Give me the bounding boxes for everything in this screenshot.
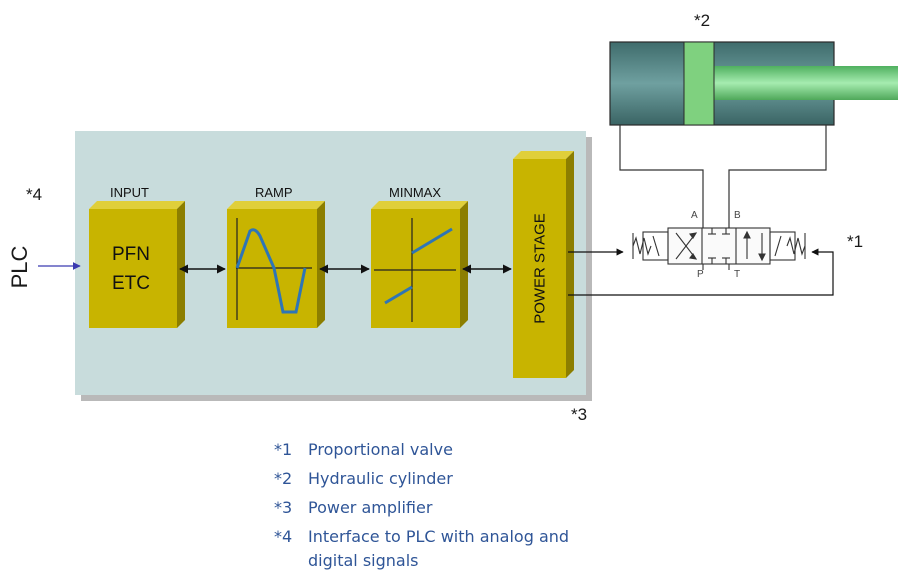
input-text-line2: ETC: [112, 273, 150, 294]
proportional-valve: [632, 227, 806, 270]
minmax-title: MINMAX: [389, 185, 441, 200]
power-stage-block: [513, 151, 574, 378]
legend-note-2: *2 Hydraulic cylinder: [274, 469, 453, 488]
legend-note-3: *3 Power amplifier: [274, 498, 432, 517]
hydraulic-cylinder: [609, 41, 898, 126]
legend-note-2-num: *2: [274, 469, 293, 488]
marker-2: *2: [694, 11, 711, 30]
marker-3: *3: [571, 405, 588, 424]
valve-port-p: P: [697, 269, 704, 280]
input-block: [89, 201, 185, 328]
cylinder-line-b: [728, 125, 827, 228]
input-text-line1: PFN: [112, 244, 150, 265]
ramp-block: [227, 201, 325, 328]
cylinder-line-a: [619, 125, 704, 228]
legend-note-4-cont-text: digital signals: [308, 551, 419, 570]
legend-note-4-num: *4: [274, 527, 293, 546]
valve-port-a: A: [691, 210, 698, 221]
legend-note-1-num: *1: [274, 440, 293, 459]
ramp-curve: [235, 228, 307, 314]
power-stage-label: POWER STAGE: [531, 213, 549, 324]
cylinder-piston: [683, 41, 715, 126]
minmax-block: [371, 201, 468, 328]
input-title: INPUT: [110, 185, 149, 200]
legend-note-4-text: Interface to PLC with analog and: [308, 527, 570, 546]
ramp-title: RAMP: [255, 185, 293, 200]
marker-4: *4: [26, 185, 43, 204]
legend-note-2-text: Hydraulic cylinder: [308, 469, 453, 488]
legend-note-4: *4 Interface to PLC with analog and: [274, 527, 569, 546]
plc-label: PLC: [7, 245, 32, 289]
valve-feedback-line: [568, 248, 834, 296]
legend-note-4-continuation: digital signals: [308, 551, 418, 570]
legend-note-3-text: Power amplifier: [308, 498, 433, 517]
cylinder-rod: [696, 66, 898, 100]
marker-1: *1: [847, 232, 864, 251]
valve-port-t: T: [734, 269, 741, 280]
minmax-upper-line: [411, 227, 453, 255]
valve-port-b: B: [734, 210, 741, 221]
legend-note-1: *1 Proportional valve: [274, 440, 453, 459]
legend-note-1-text: Proportional valve: [308, 440, 453, 459]
minmax-lower-line: [384, 285, 413, 305]
legend-note-3-num: *3: [274, 498, 293, 517]
